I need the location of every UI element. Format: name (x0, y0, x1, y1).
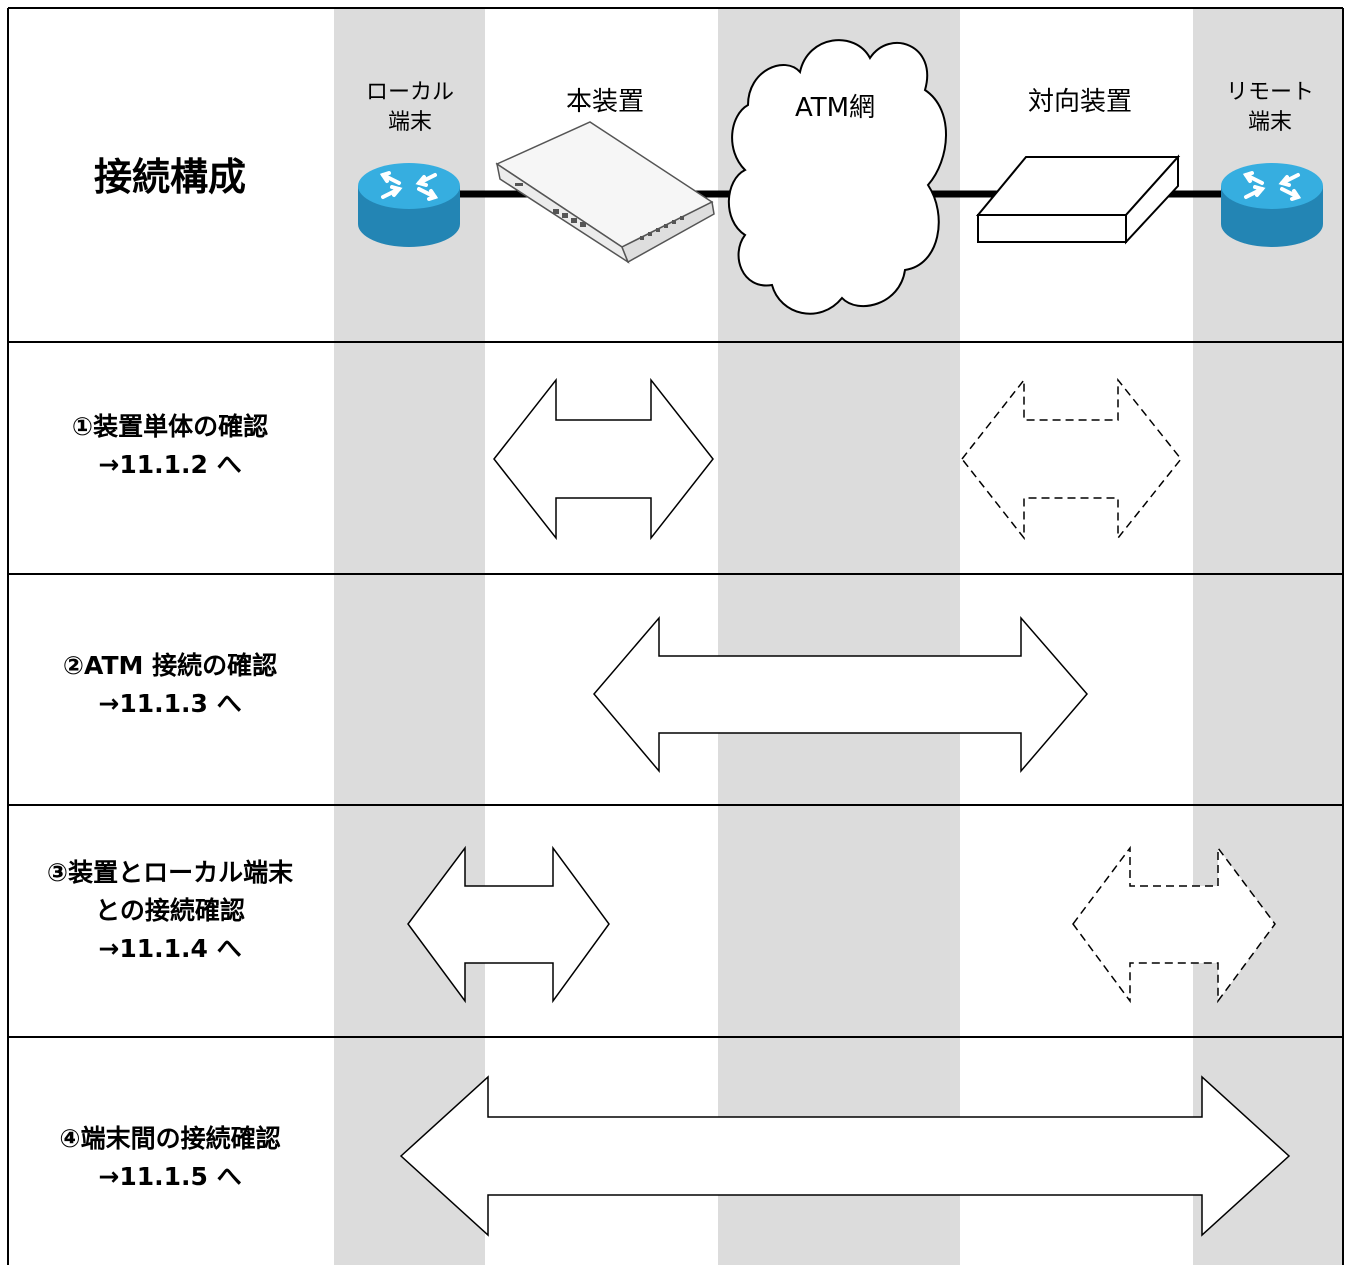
peer-device-label: 対向装置 (1027, 87, 1132, 117)
row3-label-line3: →11.1.4 へ (98, 934, 242, 963)
peer-device-icon (975, 154, 1181, 245)
local-router-icon (358, 163, 460, 247)
row2-label-line1: ②ATM 接続の確認 (62, 651, 278, 680)
row1-label: ①装置単体の確認 →11.1.2 へ (10, 408, 330, 484)
row1-peer-dashed-arrow (961, 377, 1182, 541)
remote-terminal-label: リモート 端末 (1200, 78, 1340, 138)
row3-label-line2: との接続確認 (95, 896, 245, 925)
row4-label: ④端末間の接続確認 →11.1.5 へ (10, 1120, 330, 1196)
row3-local-arrow (407, 845, 610, 1004)
row2-atm-arrow (593, 615, 1088, 774)
atm-network-label: ATM網 (794, 93, 876, 123)
row4-label-line2: →11.1.5 へ (98, 1162, 242, 1191)
page-title: 接続構成 (93, 155, 246, 199)
local-terminal-label-line1: ローカル (365, 80, 454, 105)
row2-label: ②ATM 接続の確認 →11.1.3 へ (10, 647, 330, 723)
row3-label-line1: ③装置とローカル端末 (46, 858, 294, 887)
row2-label-line2: →11.1.3 へ (98, 689, 242, 718)
row4-end-to-end-arrow (399, 1075, 1291, 1237)
remote-terminal-label-line2: 端末 (1247, 110, 1292, 135)
row1-label-line2: →11.1.2 へ (98, 450, 242, 479)
row1-label-line1: ①装置単体の確認 (71, 412, 269, 441)
row3-remote-dashed-arrow (1072, 845, 1276, 1004)
remote-router-icon (1221, 163, 1323, 247)
this-device-icon (495, 121, 715, 264)
row3-label: ③装置とローカル端末 との接続確認 →11.1.4 へ (10, 854, 330, 968)
row4-label-line1: ④端末間の接続確認 (59, 1124, 281, 1153)
local-terminal-label-line2: 端末 (387, 110, 432, 135)
table-frame (7, 7, 1344, 1265)
row1-device-arrow (493, 377, 714, 541)
remote-terminal-label-line1: リモート (1225, 80, 1314, 105)
local-terminal-label: ローカル 端末 (340, 78, 480, 138)
this-device-label: 本装置 (565, 87, 644, 117)
atm-cloud-icon (727, 39, 947, 315)
